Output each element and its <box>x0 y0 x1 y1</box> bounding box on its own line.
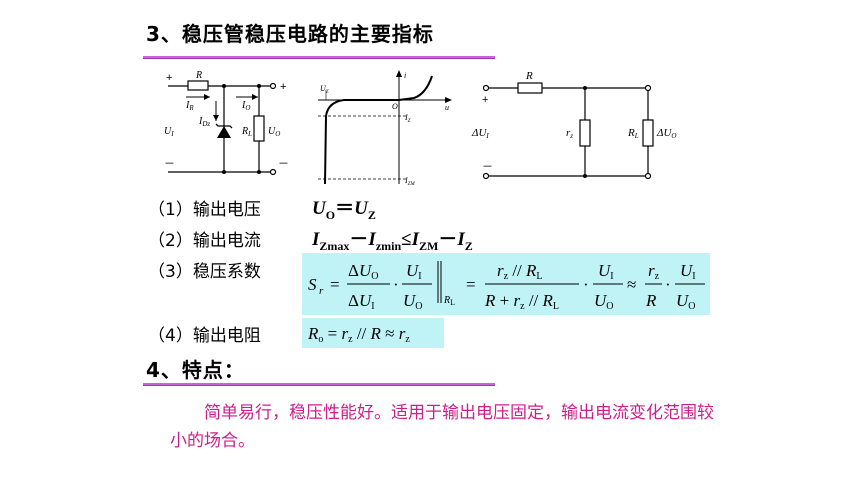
label-IR: IR <box>185 100 194 112</box>
label-RL: RL <box>627 127 639 140</box>
resistor-RL <box>253 115 265 142</box>
label-R: R <box>525 70 533 82</box>
svg-text:·: · <box>665 275 671 294</box>
svg-text:·: · <box>393 275 399 294</box>
svg-text:rz // RL: rz // RL <box>497 261 543 282</box>
item-stability-coefficient-label: （3）稳压系数 <box>148 262 261 282</box>
heading-underline-features <box>143 383 495 386</box>
section-heading-features: 4、特点： <box>146 358 245 382</box>
plus-sign: + <box>482 94 488 106</box>
svg-text:r: r <box>319 285 324 297</box>
svg-text:UO: UO <box>676 291 696 312</box>
svg-text:S: S <box>308 275 317 294</box>
label-UZ: UZ <box>320 84 329 95</box>
svg-text:ΔUO: ΔUO <box>348 261 378 282</box>
svg-text:·: · <box>583 275 589 294</box>
formula-output-voltage: UO＝UZ <box>312 198 376 222</box>
svg-text:≈: ≈ <box>627 275 636 294</box>
resistor-rz <box>579 119 591 147</box>
svg-text:R + rz // RL: R + rz // RL <box>484 291 559 312</box>
plus-sign-in: + <box>166 72 172 84</box>
formula-output-resistance: Ro = rz // R ≈ rz <box>302 318 444 348</box>
zener-regulator-circuit: R IR IO IDz UI RL UO + + － － <box>164 70 289 176</box>
svg-text:Ro = rz // R ≈ rz: Ro = rz // R ≈ rz <box>307 324 410 345</box>
resistor-R <box>517 82 543 94</box>
axis-label-i: i <box>404 71 406 80</box>
svg-text:UI: UI <box>406 261 422 282</box>
label-UO: UO <box>268 126 280 138</box>
svg-text:UI: UI <box>680 261 696 282</box>
zener-iv-characteristic-graph: i u UZ O IZ IZM <box>318 70 452 186</box>
minus-sign-out: － <box>278 158 289 170</box>
heading-underline <box>143 56 495 59</box>
svg-text:UO: UO <box>594 291 614 312</box>
label-R: R <box>195 70 202 81</box>
axis-label-u: u <box>445 103 449 112</box>
item-output-current-label: （2）输出电流 <box>148 231 261 251</box>
svg-text:RL: RL <box>443 295 455 307</box>
ac-equivalent-circuit: R ΔUI rz RL ΔUO + － <box>471 70 676 180</box>
formula-output-current: IZmax－Izmin≤IZM－IZ <box>312 229 473 253</box>
origin-label: O <box>392 102 398 111</box>
svg-text:UI: UI <box>598 261 614 282</box>
svg-text:R: R <box>645 291 657 310</box>
label-dUO: ΔUO <box>656 127 676 140</box>
resistor-R <box>187 80 209 91</box>
minus-sign: － <box>482 161 493 173</box>
zener-diode-icon <box>215 123 233 138</box>
label-IZM: IZM <box>404 176 415 186</box>
svg-text:=: = <box>466 275 476 294</box>
plus-sign: + <box>280 81 286 93</box>
label-UI: UI <box>164 126 174 138</box>
svg-text:=: = <box>330 275 340 294</box>
label-rz: rz <box>566 127 573 140</box>
minus-sign-in: － <box>164 158 175 170</box>
svg-text:ΔUI: ΔUI <box>348 291 375 312</box>
label-RL: RL <box>241 126 252 138</box>
item-output-voltage-label: （1）输出电压 <box>148 200 261 220</box>
item-output-resistance-label: （4）输出电阻 <box>148 326 261 346</box>
svg-text:UO: UO <box>403 291 423 312</box>
svg-text:rz: rz <box>648 261 660 282</box>
label-IZ: IZ <box>404 113 411 124</box>
label-IO: IO <box>241 100 250 112</box>
resistor-RL <box>642 119 654 147</box>
section-heading-indicators: 3、稳压管稳压电路的主要指标 <box>146 22 434 46</box>
label-IDz: IDz <box>198 116 210 128</box>
features-description: 简单易行，稳压性能好。适用于输出电压固定，输出电流变化范围较小的场合。 <box>170 403 714 451</box>
label-dUI: ΔUI <box>471 127 489 140</box>
